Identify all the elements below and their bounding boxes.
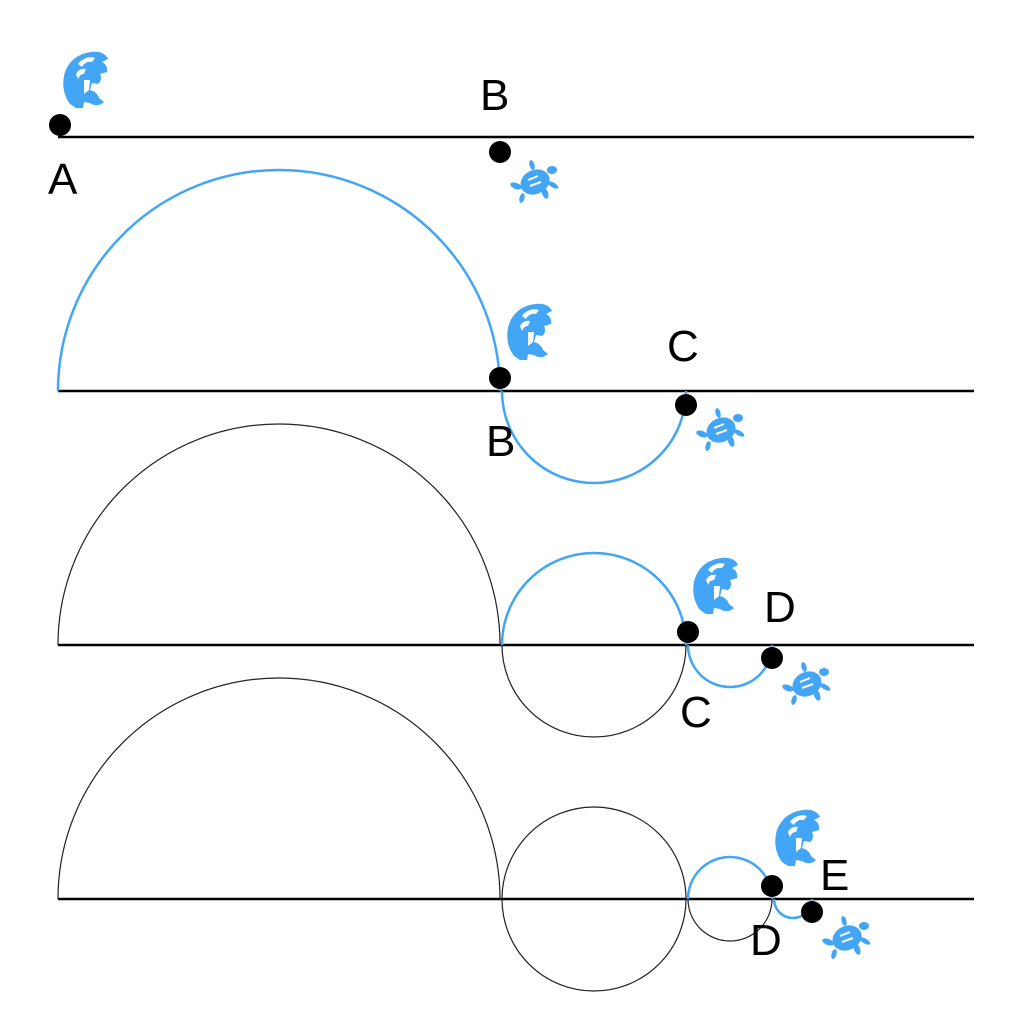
- tortoise-point-label: C: [667, 322, 699, 371]
- spartan-helmet-icon: [693, 557, 738, 614]
- runner-point-dot: [49, 114, 71, 136]
- turtle-icon: [508, 158, 561, 205]
- turtle-icon: [780, 660, 833, 707]
- tortoise-path-arc: [686, 644, 774, 689]
- runner-point-dot: [677, 621, 699, 643]
- runner-path-arc: [500, 551, 688, 646]
- previous-arc: [501, 644, 687, 738]
- runner-point-label: B: [486, 417, 515, 466]
- tortoise-path-arc: [500, 390, 688, 485]
- tortoise-point-dot: [761, 647, 783, 669]
- row-3: C D: [57, 423, 974, 738]
- spartan-helmet-icon: [507, 303, 552, 360]
- tortoise-point-dot: [489, 141, 511, 163]
- spartan-helmet-icon: [775, 809, 820, 866]
- previous-circle: [501, 806, 687, 992]
- runner-path-arc: [686, 855, 774, 900]
- previous-arc: [57, 677, 501, 900]
- row-1: A B: [48, 51, 974, 205]
- runner-point-label: A: [48, 155, 78, 204]
- row-4: D E: [57, 677, 974, 992]
- previous-arc: [687, 898, 773, 942]
- tortoise-point-dot: [801, 901, 823, 923]
- tortoise-point-label: B: [480, 71, 509, 120]
- runner-path-arc: [56, 168, 502, 392]
- runner-point-dot: [489, 367, 511, 389]
- turtle-icon: [694, 406, 747, 453]
- tortoise-point-dot: [675, 394, 697, 416]
- row-2: B C: [56, 168, 974, 485]
- previous-arc: [57, 423, 501, 646]
- spartan-helmet-icon: [63, 51, 108, 108]
- runner-point-label: D: [750, 916, 782, 965]
- runner-point-dot: [761, 875, 783, 897]
- runner-point-label: C: [680, 688, 712, 737]
- tortoise-point-label: D: [764, 583, 796, 632]
- tortoise-point-label: E: [820, 851, 849, 900]
- turtle-icon: [820, 914, 873, 961]
